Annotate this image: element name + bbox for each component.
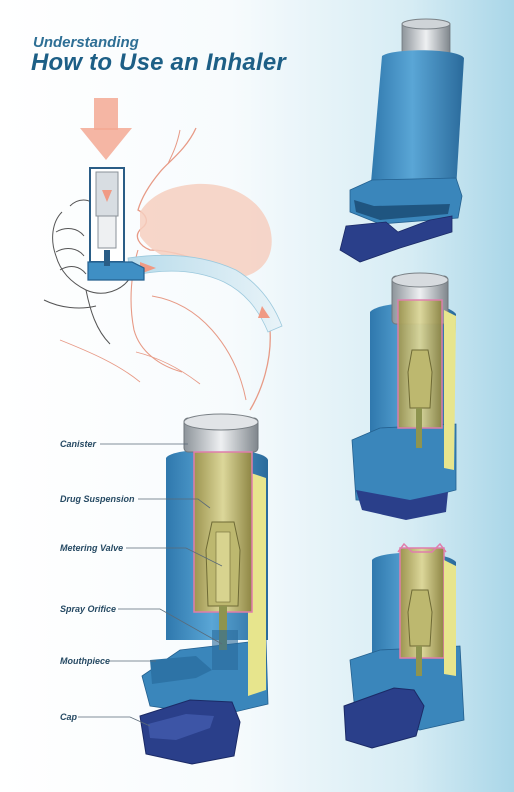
leader-drug-suspension (138, 498, 211, 509)
airflow-channel (127, 254, 283, 333)
inhaler-labelled-cutaway (139, 413, 269, 765)
label-spray-orifice: Spray Orifice (60, 604, 117, 614)
label-metering-valve: Metering Valve (60, 543, 124, 553)
label-canister: Canister (60, 439, 97, 449)
inhaler-view-closed (339, 18, 464, 263)
label-drug-suspension: Drug Suspension (60, 494, 135, 504)
leader-metering-valve (126, 547, 223, 567)
leader-lines (78, 443, 223, 727)
hand (43, 199, 131, 345)
small-inhaler (87, 167, 145, 281)
inhaler-view-cutaway-rest (351, 272, 457, 520)
page-title: How to Use an Inhaler (31, 49, 286, 76)
label-cap: Cap (60, 712, 78, 722)
leader-cap (78, 716, 151, 727)
page-title-kicker: Understanding (33, 34, 139, 51)
usage-scene (43, 98, 283, 411)
leader-spray-orifice (118, 608, 223, 645)
label-mouthpiece: Mouthpiece (60, 656, 111, 666)
inhaler-view-cutaway-pressed (343, 542, 465, 749)
press-arrow-icon (80, 98, 132, 160)
